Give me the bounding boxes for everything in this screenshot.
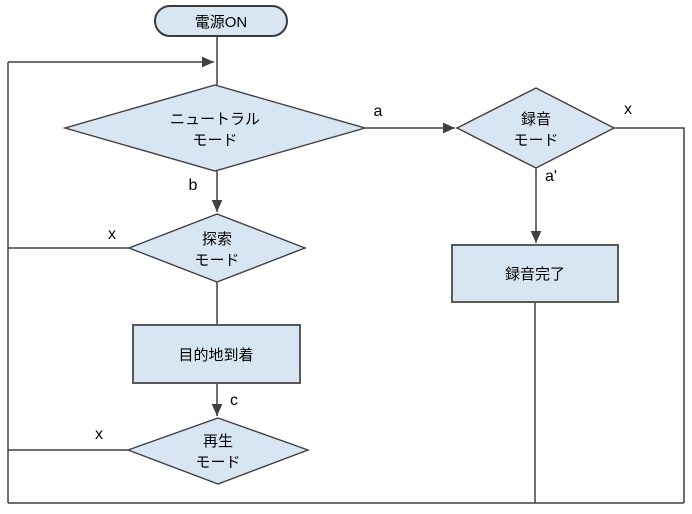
destination-arrival-label: 目的地到着 [178,347,253,364]
neutral-mode-label-line1: ニュートラル [170,111,260,128]
power-on-shape [154,5,288,37]
record-mode-label-line2: モード [513,132,558,149]
node-destination-arrival: 目的地到着 [132,324,301,384]
power-on-label: 電源ON [195,14,248,31]
destination-arrival-shape [132,324,301,384]
edge-label-x-search: x [108,226,116,243]
node-neutral-mode: ニュートラル モード [62,84,368,172]
node-power-on: 電源ON [154,5,288,37]
neutral-mode-shape [62,84,368,172]
edge-label-c: c [230,392,238,409]
playback-mode-label-line2: モード [195,454,240,471]
record-mode-label-line1: 録音 [521,111,551,128]
edge-label-b: b [189,177,198,194]
record-complete-shape [451,244,619,303]
search-mode-shape [127,213,307,283]
edge-record-x-line [614,127,685,503]
edge-label-x-record: x [624,101,632,118]
record-mode-shape [455,87,616,169]
playback-mode-label-line1: 再生 [203,433,233,450]
edge-label-a: a [374,103,383,120]
search-mode-label-line2: モード [194,252,239,269]
node-playback-mode: 再生 モード [125,417,311,485]
node-record-mode: 録音 モード [455,87,616,169]
node-search-mode: 探索 モード [127,213,307,283]
edge-label-a-prime: a' [545,168,557,185]
edge-label-x-playback: x [95,426,103,443]
neutral-mode-label-line2: モード [192,132,237,149]
record-complete-label: 録音完了 [505,266,565,283]
node-record-complete: 録音完了 [451,244,619,303]
playback-mode-shape [125,417,311,485]
search-mode-label-line1: 探索 [202,231,232,248]
